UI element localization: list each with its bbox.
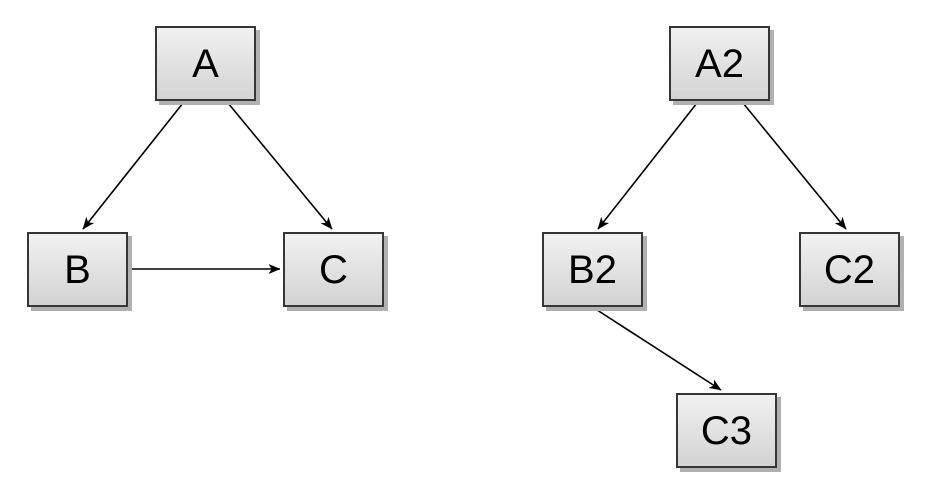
edge-A-B[interactable]: [82, 102, 184, 229]
node-A2[interactable]: A2: [669, 26, 770, 101]
edge-A2-B2[interactable]: [597, 102, 698, 229]
node-B2-label: B2: [568, 247, 617, 292]
node-B-label: B: [64, 247, 91, 292]
node-C2[interactable]: C2: [799, 232, 900, 307]
node-B[interactable]: B: [27, 232, 128, 307]
node-B2[interactable]: B2: [542, 232, 643, 307]
node-C[interactable]: C: [283, 232, 384, 307]
node-C3-label: C3: [700, 408, 753, 453]
node-A-label: A: [192, 41, 219, 86]
node-A[interactable]: A: [155, 26, 256, 101]
edge-A2-C2[interactable]: [742, 102, 847, 229]
node-A2-label: A2: [695, 41, 744, 86]
node-C2-label: C2: [823, 247, 876, 292]
node-C-label: C: [319, 247, 348, 292]
edge-B2-C3[interactable]: [593, 307, 721, 391]
node-C3[interactable]: C3: [676, 393, 777, 468]
edge-A-C[interactable]: [227, 102, 333, 230]
